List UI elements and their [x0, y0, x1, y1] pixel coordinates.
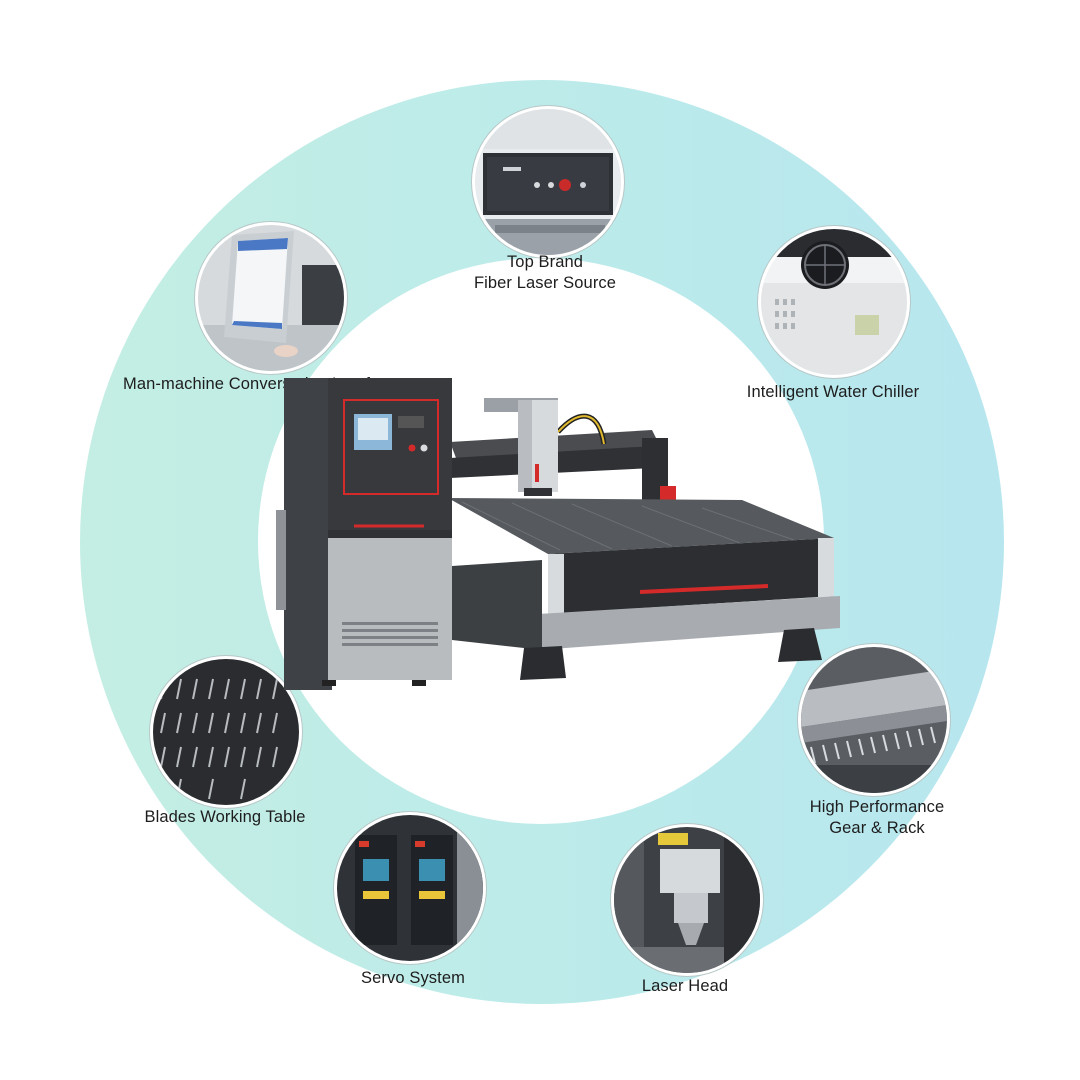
gear-rack-icon	[798, 644, 950, 796]
laser-source-label-line-1: Top Brand	[506, 253, 584, 271]
water-chiller-icon	[758, 226, 910, 378]
laser-source-label-line-2: Fiber Laser Source	[473, 274, 617, 292]
gear-rack-label: High Performance Gear & Rack	[790, 797, 964, 839]
gear-rack-label-line-1: High Performance	[809, 798, 945, 816]
blades-table-label-line-1: Blades Working Table	[144, 808, 306, 826]
blades-table-label: Blades Working Table	[130, 807, 320, 828]
servo-system-label: Servo System	[332, 968, 494, 989]
laser-source-icon	[472, 106, 624, 258]
blades-table-icon	[150, 656, 302, 808]
gear-rack-label-line-2: Gear & Rack	[829, 819, 925, 837]
laser-head-label: Laser Head	[610, 976, 760, 997]
laser-head-label-line-1: Laser Head	[641, 977, 729, 995]
laser-head-icon	[611, 824, 763, 976]
water-chiller-label-line-1: Intelligent Water Chiller	[746, 383, 920, 401]
control-screen-icon	[195, 222, 347, 374]
laser-source-label: Top Brand Fiber Laser Source	[445, 252, 645, 294]
servo-system-icon	[334, 812, 486, 964]
laser-cutting-machine	[276, 378, 840, 690]
servo-system-label-line-1: Servo System	[361, 969, 465, 987]
water-chiller-label: Intelligent Water Chiller	[730, 382, 936, 403]
